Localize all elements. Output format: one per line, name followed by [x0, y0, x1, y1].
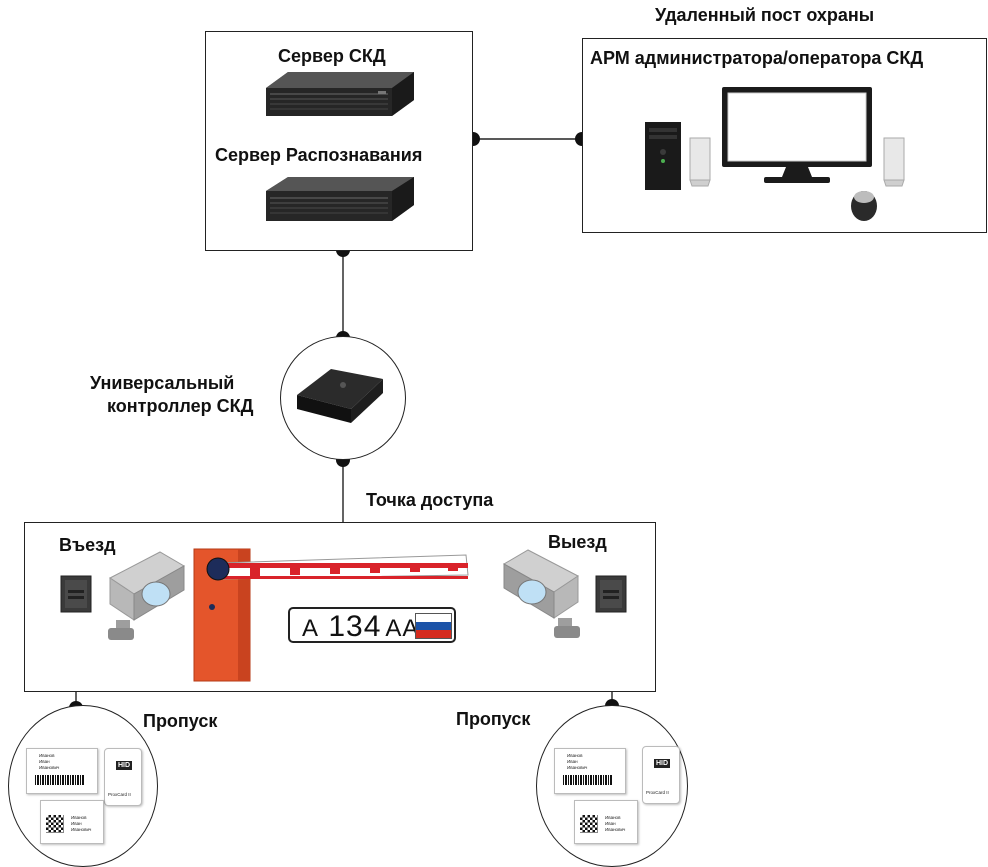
- recognition-server-label: Сервер Распознавания: [215, 145, 423, 165]
- access-card-icon: HID ProxCard II: [104, 748, 142, 806]
- access-point-label: Точка доступа: [366, 490, 494, 510]
- controller-label-line1: Универсальный: [90, 373, 235, 393]
- speaker-icon: [883, 137, 905, 187]
- qr-code: [580, 815, 598, 833]
- workstation-label: АРМ администратора/оператора СКД: [590, 48, 924, 68]
- barcode: [563, 775, 613, 785]
- card-reader-icon: [60, 575, 92, 613]
- barrier-icon: [193, 548, 469, 682]
- access-card-icon: Иванов Иван Иванович: [574, 800, 638, 844]
- monitor-icon: [722, 87, 872, 183]
- pass-left-label: Пропуск: [143, 711, 218, 731]
- access-card-icon: Иванов Иван Иванович: [40, 800, 104, 844]
- russian-flag-icon: [415, 613, 452, 639]
- camera-icon: [108, 551, 186, 640]
- speaker-icon: [689, 137, 711, 187]
- acs-server-label: Сервер СКД: [278, 46, 386, 66]
- exit-label: Выезд: [548, 532, 607, 552]
- qr-code: [46, 815, 64, 833]
- pass-right-label: Пропуск: [456, 709, 531, 729]
- entry-label: Въезд: [59, 535, 116, 555]
- mouse-icon: [851, 191, 877, 221]
- barcode: [35, 775, 85, 785]
- controller-icon: [297, 369, 383, 423]
- card-reader-icon: [595, 575, 627, 613]
- access-card-icon: Иванов Иван Иванович: [26, 748, 98, 794]
- camera-icon: [502, 549, 580, 638]
- access-card-icon: Иванов Иван Иванович: [554, 748, 626, 794]
- pc-tower-icon: [645, 122, 681, 190]
- server-icon: [266, 177, 414, 221]
- remote-post-title: Удаленный пост охраны: [655, 5, 875, 25]
- server-icon: [266, 72, 414, 116]
- access-card-icon: HID ProxCard II: [642, 746, 680, 804]
- controller-label-line2: контроллер СКД: [107, 396, 254, 416]
